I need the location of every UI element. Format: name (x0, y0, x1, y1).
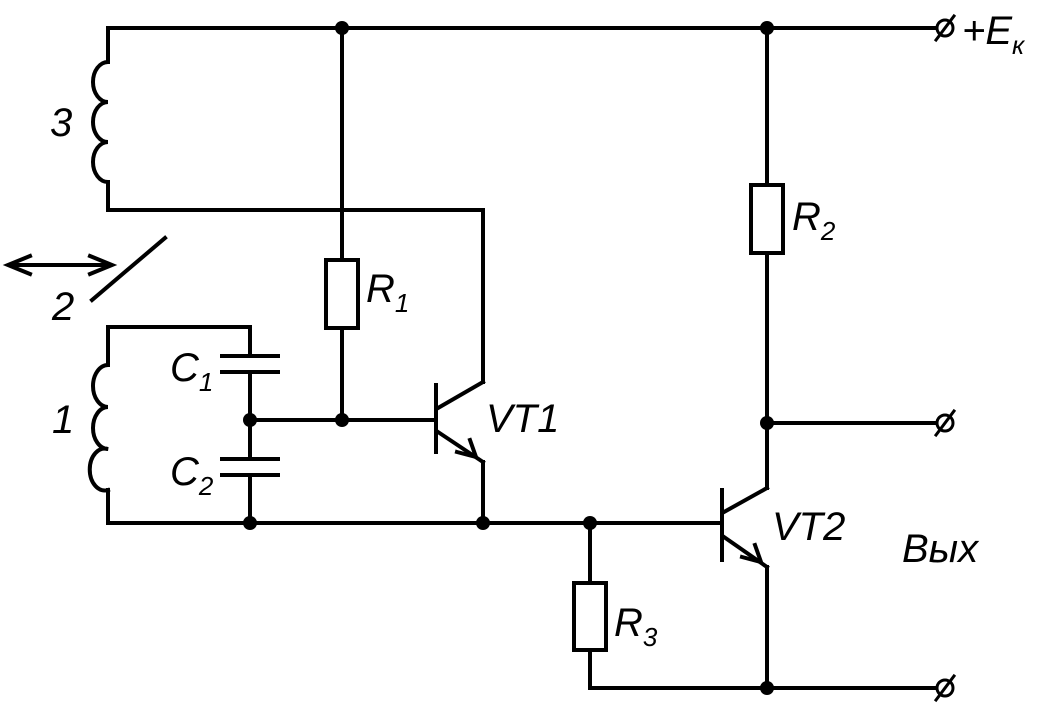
core-arrow-right-head (87, 253, 118, 277)
vt2-emitter-arrow (739, 542, 765, 565)
coil3-winding (91, 59, 111, 185)
coil3-label: 3 (50, 101, 72, 145)
junction-dot (760, 21, 774, 35)
r1-label-main: R (366, 267, 395, 311)
core-label: 2 (51, 285, 74, 329)
supply-terminal (933, 13, 957, 43)
c2-label-main: C (170, 450, 200, 494)
terminals (933, 13, 957, 703)
r2-label-sub: 2 (820, 216, 836, 246)
output-top-terminal (933, 408, 957, 438)
junction-dot (583, 516, 597, 530)
junction-dot (243, 413, 257, 427)
output-label: Вых (902, 527, 980, 571)
junction-dot (335, 21, 349, 35)
transistor-vt1 (434, 379, 486, 465)
core-slash (89, 235, 168, 303)
c2-label-sub: 2 (198, 471, 214, 501)
c2-label: C2 (170, 450, 214, 501)
vt2-label: VT2 (772, 505, 845, 549)
r2-label-main: R (792, 195, 821, 239)
output-bottom-terminal (933, 673, 957, 703)
junction-dot (335, 413, 349, 427)
junctions (243, 21, 774, 695)
r3-label-sub: 3 (643, 622, 658, 652)
supply-label-sub: к (1012, 30, 1026, 60)
junction-dot (243, 516, 257, 530)
coil1-top-loop-wire (106, 325, 252, 367)
c1-label-sub: 1 (199, 367, 213, 397)
r3-label: R3 (614, 601, 658, 652)
resistor-r1 (324, 258, 360, 330)
coil3-to-vt1-collector-wire (106, 180, 485, 384)
r1-label: R1 (366, 267, 409, 318)
junction-dot (760, 416, 774, 430)
core-arrow-left-head (2, 253, 33, 277)
capacitor-c1 (220, 354, 280, 374)
r1-label-sub: 1 (395, 288, 409, 318)
c1-label-main: C (170, 346, 200, 390)
resistor-r3 (572, 581, 608, 652)
junction-dot (476, 516, 490, 530)
vt1-label: VT1 (486, 397, 559, 441)
terminal-slash (933, 13, 957, 43)
resistor-r2 (749, 183, 785, 255)
supply-label: +Eк (962, 9, 1026, 60)
coil1-winding (87, 362, 111, 493)
vt1-collector-lead (435, 379, 486, 411)
coil-3 (91, 59, 111, 185)
r3-bottom-output-wire (588, 648, 939, 690)
movable-core (2, 235, 168, 303)
coil-1 (87, 362, 111, 493)
vt1-emitter-arrow (454, 437, 480, 460)
c1-label: C1 (170, 346, 213, 397)
junction-dot (760, 681, 774, 695)
r3-label-main: R (614, 601, 643, 645)
transistor-vt2 (720, 485, 770, 570)
terminal-slash (933, 673, 957, 703)
terminal-slash (933, 408, 957, 438)
vt2-collector-lead (721, 485, 770, 515)
coil1-label: 1 (52, 398, 74, 442)
capacitor-c2 (220, 457, 280, 477)
r2-label: R2 (792, 195, 836, 246)
supply-label-main: +E (962, 9, 1013, 53)
